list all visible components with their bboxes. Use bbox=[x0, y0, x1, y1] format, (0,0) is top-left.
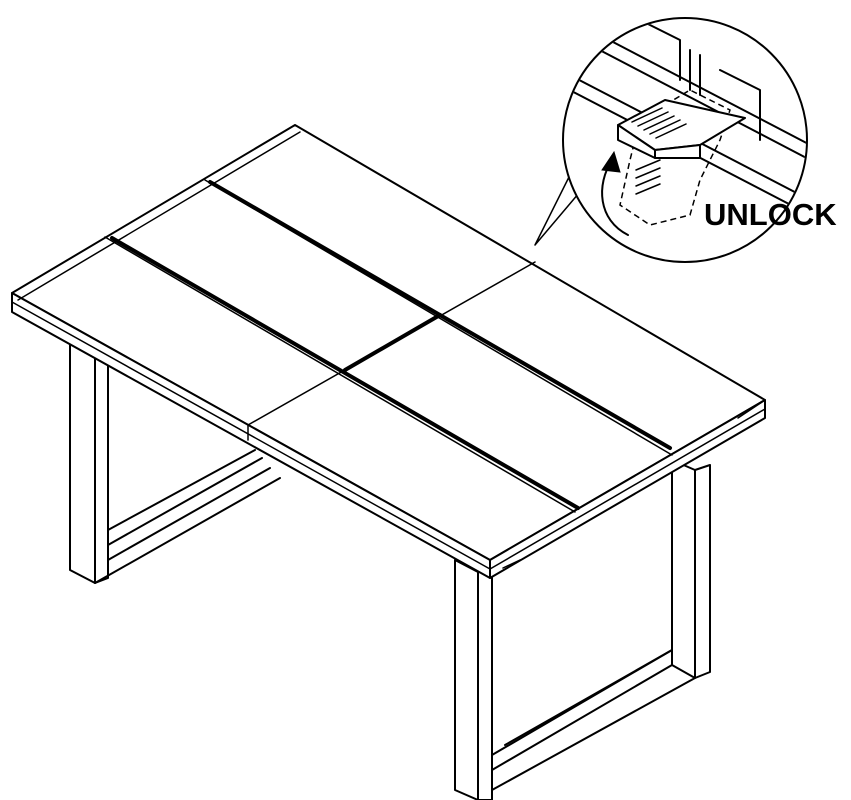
lock-latch-detail bbox=[562, 17, 808, 263]
unlock-label: UNLOCK bbox=[704, 197, 837, 232]
table-top bbox=[11, 124, 766, 579]
